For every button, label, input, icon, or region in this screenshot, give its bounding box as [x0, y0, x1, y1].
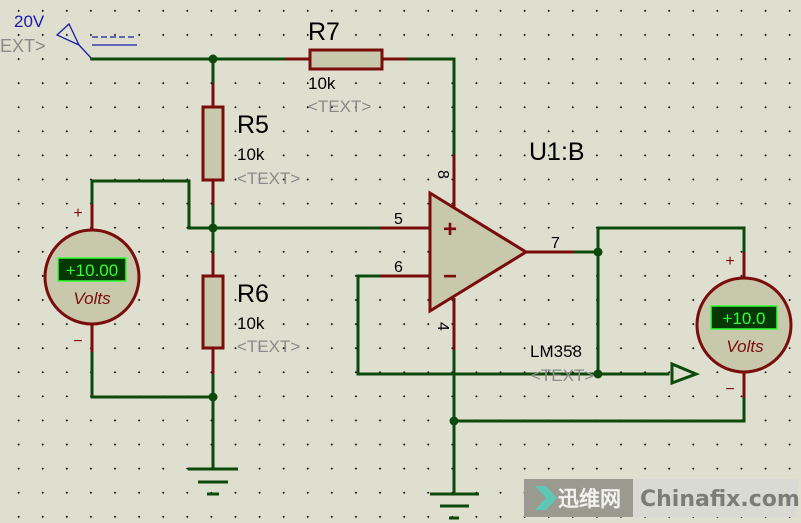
junction-dot	[449, 416, 459, 426]
pin-8-label: 8	[434, 170, 451, 179]
r7-value-label: 10k	[308, 74, 336, 93]
pin-6-label: 6	[394, 259, 403, 276]
voltmeter-plus-label: +	[73, 205, 82, 222]
wire-vm1-positive	[90, 179, 215, 230]
output-probe-icon[interactable]	[670, 361, 701, 386]
wire-feedback	[356, 274, 600, 376]
voltmeter-unit: Volts	[73, 289, 111, 308]
u1-part-label: LM358	[530, 342, 582, 361]
r5-text-label: <TEXT>	[237, 169, 300, 188]
junction-dot	[593, 247, 603, 257]
r6-ref-label: R6	[237, 280, 269, 308]
pin-5-label: 5	[394, 211, 403, 228]
voltmeter-plus-label: +	[725, 253, 734, 270]
opamp-triangle	[428, 190, 529, 314]
resistor-r6[interactable]: R6 10k <TEXT>	[201, 253, 300, 374]
u1-ref-label: U1:B	[529, 138, 585, 166]
voltmeter-display	[57, 257, 127, 282]
voltmeter-unit: Volts	[726, 337, 764, 356]
voltmeter-reading: +10.00	[66, 261, 118, 280]
pin-4-label: 4	[434, 322, 451, 331]
watermark-en-text: Chinafix.com	[640, 487, 800, 512]
voltmeter-input[interactable]: +10.00 Volts + −	[43, 204, 141, 352]
r6-text-label: <TEXT>	[237, 337, 300, 356]
watermark-chevron-icon	[535, 486, 557, 510]
junction-dot	[208, 223, 218, 233]
voltmeter-display	[710, 305, 778, 330]
terminal-type-label: EXT>	[0, 36, 46, 56]
watermark-cn-text: 迅维网	[558, 487, 621, 511]
opamp-u1b[interactable]: + − 5 6 7 8 4 U1:B LM358 <TEXT>	[380, 138, 594, 385]
junction-dot	[208, 392, 218, 402]
wire-vm1-negative	[90, 350, 215, 399]
r7-text-label: <TEXT>	[308, 97, 371, 116]
r5-ref-label: R5	[237, 111, 269, 139]
junction-dot	[208, 54, 218, 64]
u1-text-label: <TEXT>	[531, 366, 594, 385]
watermark: 迅维网 Chinafix.com	[524, 479, 800, 517]
pin-7-label: 7	[551, 235, 560, 252]
resistor-r7[interactable]: R7 10k <TEXT>	[285, 18, 407, 116]
wire-r7-to-vcc	[405, 57, 456, 157]
resistor-r5[interactable]: R5 10k <TEXT>	[201, 83, 300, 205]
voltmeter-reading: +10.0	[722, 309, 765, 328]
opamp-minus-symbol: −	[443, 263, 457, 290]
opamp-plus-symbol: +	[443, 216, 457, 243]
junctions	[208, 54, 603, 426]
ground-symbol-icon	[188, 467, 238, 496]
terminal-symbol-icon	[55, 22, 137, 60]
ground-symbol-icon	[430, 492, 479, 520]
wire-vm2-negative	[452, 396, 746, 423]
wire-vm2-positive	[596, 226, 746, 254]
voltmeter-minus-label: −	[73, 333, 82, 350]
voltmeter-minus-label: −	[725, 381, 734, 398]
power-terminal[interactable]: 20V EXT>	[0, 12, 137, 60]
r7-ref-label: R7	[308, 18, 340, 46]
r5-value-label: 10k	[237, 145, 265, 164]
voltmeter-output[interactable]: +10.0 Volts + −	[695, 252, 793, 398]
junction-dot	[593, 369, 603, 379]
terminal-voltage-label: 20V	[14, 12, 45, 31]
r6-value-label: 10k	[237, 314, 265, 333]
